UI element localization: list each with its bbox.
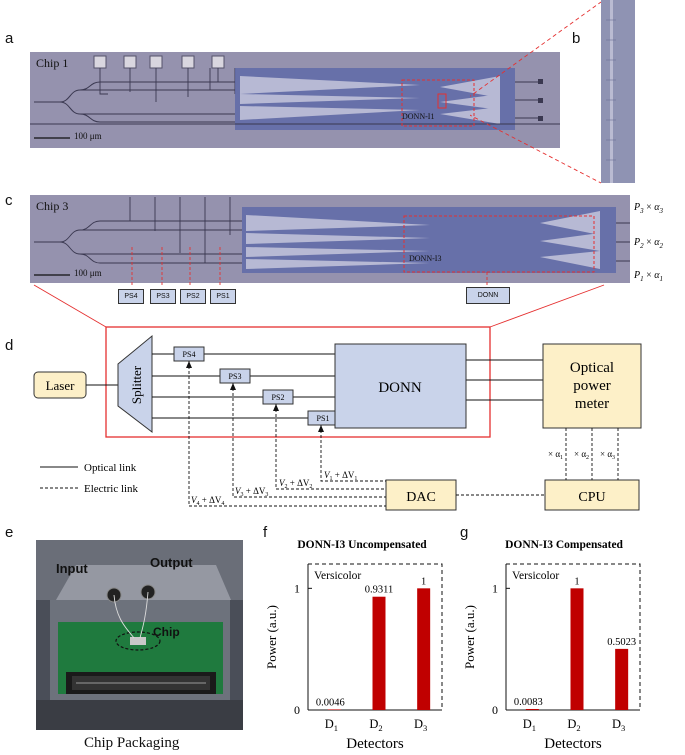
- packaging-caption: Chip Packaging: [84, 735, 180, 751]
- system-schematic: Laser Splitter PS4 PS3 PS2 PS1 DONN Opti…: [33, 284, 642, 511]
- legend-optical-label: Optical link: [84, 462, 137, 474]
- legend-label: Versicolor: [314, 570, 361, 582]
- ps4-label: PS4: [183, 350, 196, 359]
- x-axis-label: Detectors: [346, 736, 404, 752]
- legend-label: Versicolor: [512, 570, 559, 582]
- bar: [525, 708, 539, 710]
- y-axis-label: Power (a.u.): [462, 605, 477, 669]
- panel-label-d: d: [5, 337, 14, 354]
- chip3-donn-label: DONN-I3: [409, 254, 442, 263]
- panel-label-g: g: [460, 524, 469, 541]
- voltage4-label: V4 + ΔV4: [191, 495, 224, 507]
- bar-value-label: 1: [574, 576, 579, 587]
- chip3-micrograph: [30, 195, 630, 285]
- bar: [570, 588, 584, 710]
- chip1-label: Chip 1: [36, 56, 69, 70]
- donn-label: DONN: [378, 380, 421, 396]
- panel-label-c: c: [5, 192, 13, 209]
- y-tick-label: 1: [294, 581, 300, 595]
- chip3-ps3-box: PS3: [150, 289, 176, 304]
- chart-frame: [308, 563, 443, 710]
- chip3-label: Chip 3: [36, 199, 69, 213]
- alpha2-label: × α2: [574, 449, 589, 461]
- chart-frame: [506, 563, 641, 710]
- panel-label-a: a: [5, 30, 14, 47]
- x-tick-label: D2: [369, 717, 382, 733]
- packaging-chip-label: Chip: [153, 625, 180, 639]
- cpu-label: CPU: [578, 490, 605, 505]
- laser-label: Laser: [46, 378, 76, 393]
- alpha1-label: × α1: [548, 449, 563, 461]
- chip3-ps4-box: PS4: [118, 289, 144, 304]
- chip3-donn-box: DONN: [466, 287, 510, 304]
- bar-value-label: 0.0083: [514, 697, 543, 708]
- splitter-label: Splitter: [129, 365, 144, 404]
- meter-label-line2: power: [573, 378, 611, 394]
- chip1-donn-label: DONN-I1: [402, 112, 435, 121]
- bar: [372, 596, 386, 710]
- chip-packaging-photo: [36, 540, 243, 730]
- panel-label-b: b: [572, 30, 581, 47]
- bar-value-label: 0.0046: [316, 697, 345, 708]
- ps2-label: PS2: [272, 393, 285, 402]
- chip1-zoom-strip: [470, 0, 635, 184]
- bar: [417, 588, 431, 710]
- chip3-scale-label: 100 μm: [74, 268, 102, 278]
- x-tick-label: D1: [523, 717, 536, 733]
- x-tick-label: D1: [325, 717, 338, 733]
- output-label-p1: P1 × α1: [633, 270, 663, 283]
- bar: [327, 709, 341, 710]
- x-tick-label: D2: [567, 717, 580, 733]
- meter-label-line1: Optical: [570, 360, 614, 376]
- chip3-ps1-box: PS1: [210, 289, 236, 304]
- bar: [615, 648, 629, 710]
- output-label-p2: P2 × α2: [633, 237, 664, 250]
- bar-value-label: 0.5023: [607, 637, 636, 648]
- y-axis-label: Power (a.u.): [264, 605, 279, 669]
- dac-label: DAC: [406, 490, 436, 505]
- bar-value-label: 1: [421, 576, 426, 587]
- y-tick-label: 0: [492, 703, 498, 717]
- chip1-scale-label: 100 μm: [74, 131, 102, 141]
- alpha3-label: × α3: [600, 449, 615, 461]
- chart-title: DONN-I3 Uncompensated: [297, 539, 427, 551]
- panel-label-f: f: [263, 524, 268, 541]
- panel-label-e: e: [5, 524, 14, 541]
- legend-electric-label: Electric link: [84, 483, 139, 495]
- chip3-ps2-box: PS2: [180, 289, 206, 304]
- y-tick-label: 0: [294, 703, 300, 717]
- meter-label-line3: meter: [575, 396, 609, 412]
- voltage2-label: V2 + ΔV2: [279, 478, 312, 490]
- voltage3-label: V3 + ΔV3: [235, 486, 268, 498]
- x-tick-label: D3: [414, 717, 427, 733]
- ps1-label: PS1: [317, 414, 330, 423]
- chart-title: DONN-I3 Compensated: [505, 539, 623, 551]
- bar-value-label: 0.9311: [365, 585, 394, 596]
- ps3-label: PS3: [229, 372, 242, 381]
- chip3-output-labels: P3 × α3 P2 × α2 P1 × α1: [633, 202, 664, 283]
- voltage1-label: V1 + ΔV1: [324, 470, 357, 482]
- x-axis-label: Detectors: [544, 736, 602, 752]
- x-tick-label: D3: [612, 717, 625, 733]
- y-tick-label: 1: [492, 581, 498, 595]
- output-label-p3: P3 × α3: [633, 202, 664, 215]
- packaging-output-label: Output: [150, 555, 193, 570]
- packaging-input-label: Input: [56, 561, 88, 576]
